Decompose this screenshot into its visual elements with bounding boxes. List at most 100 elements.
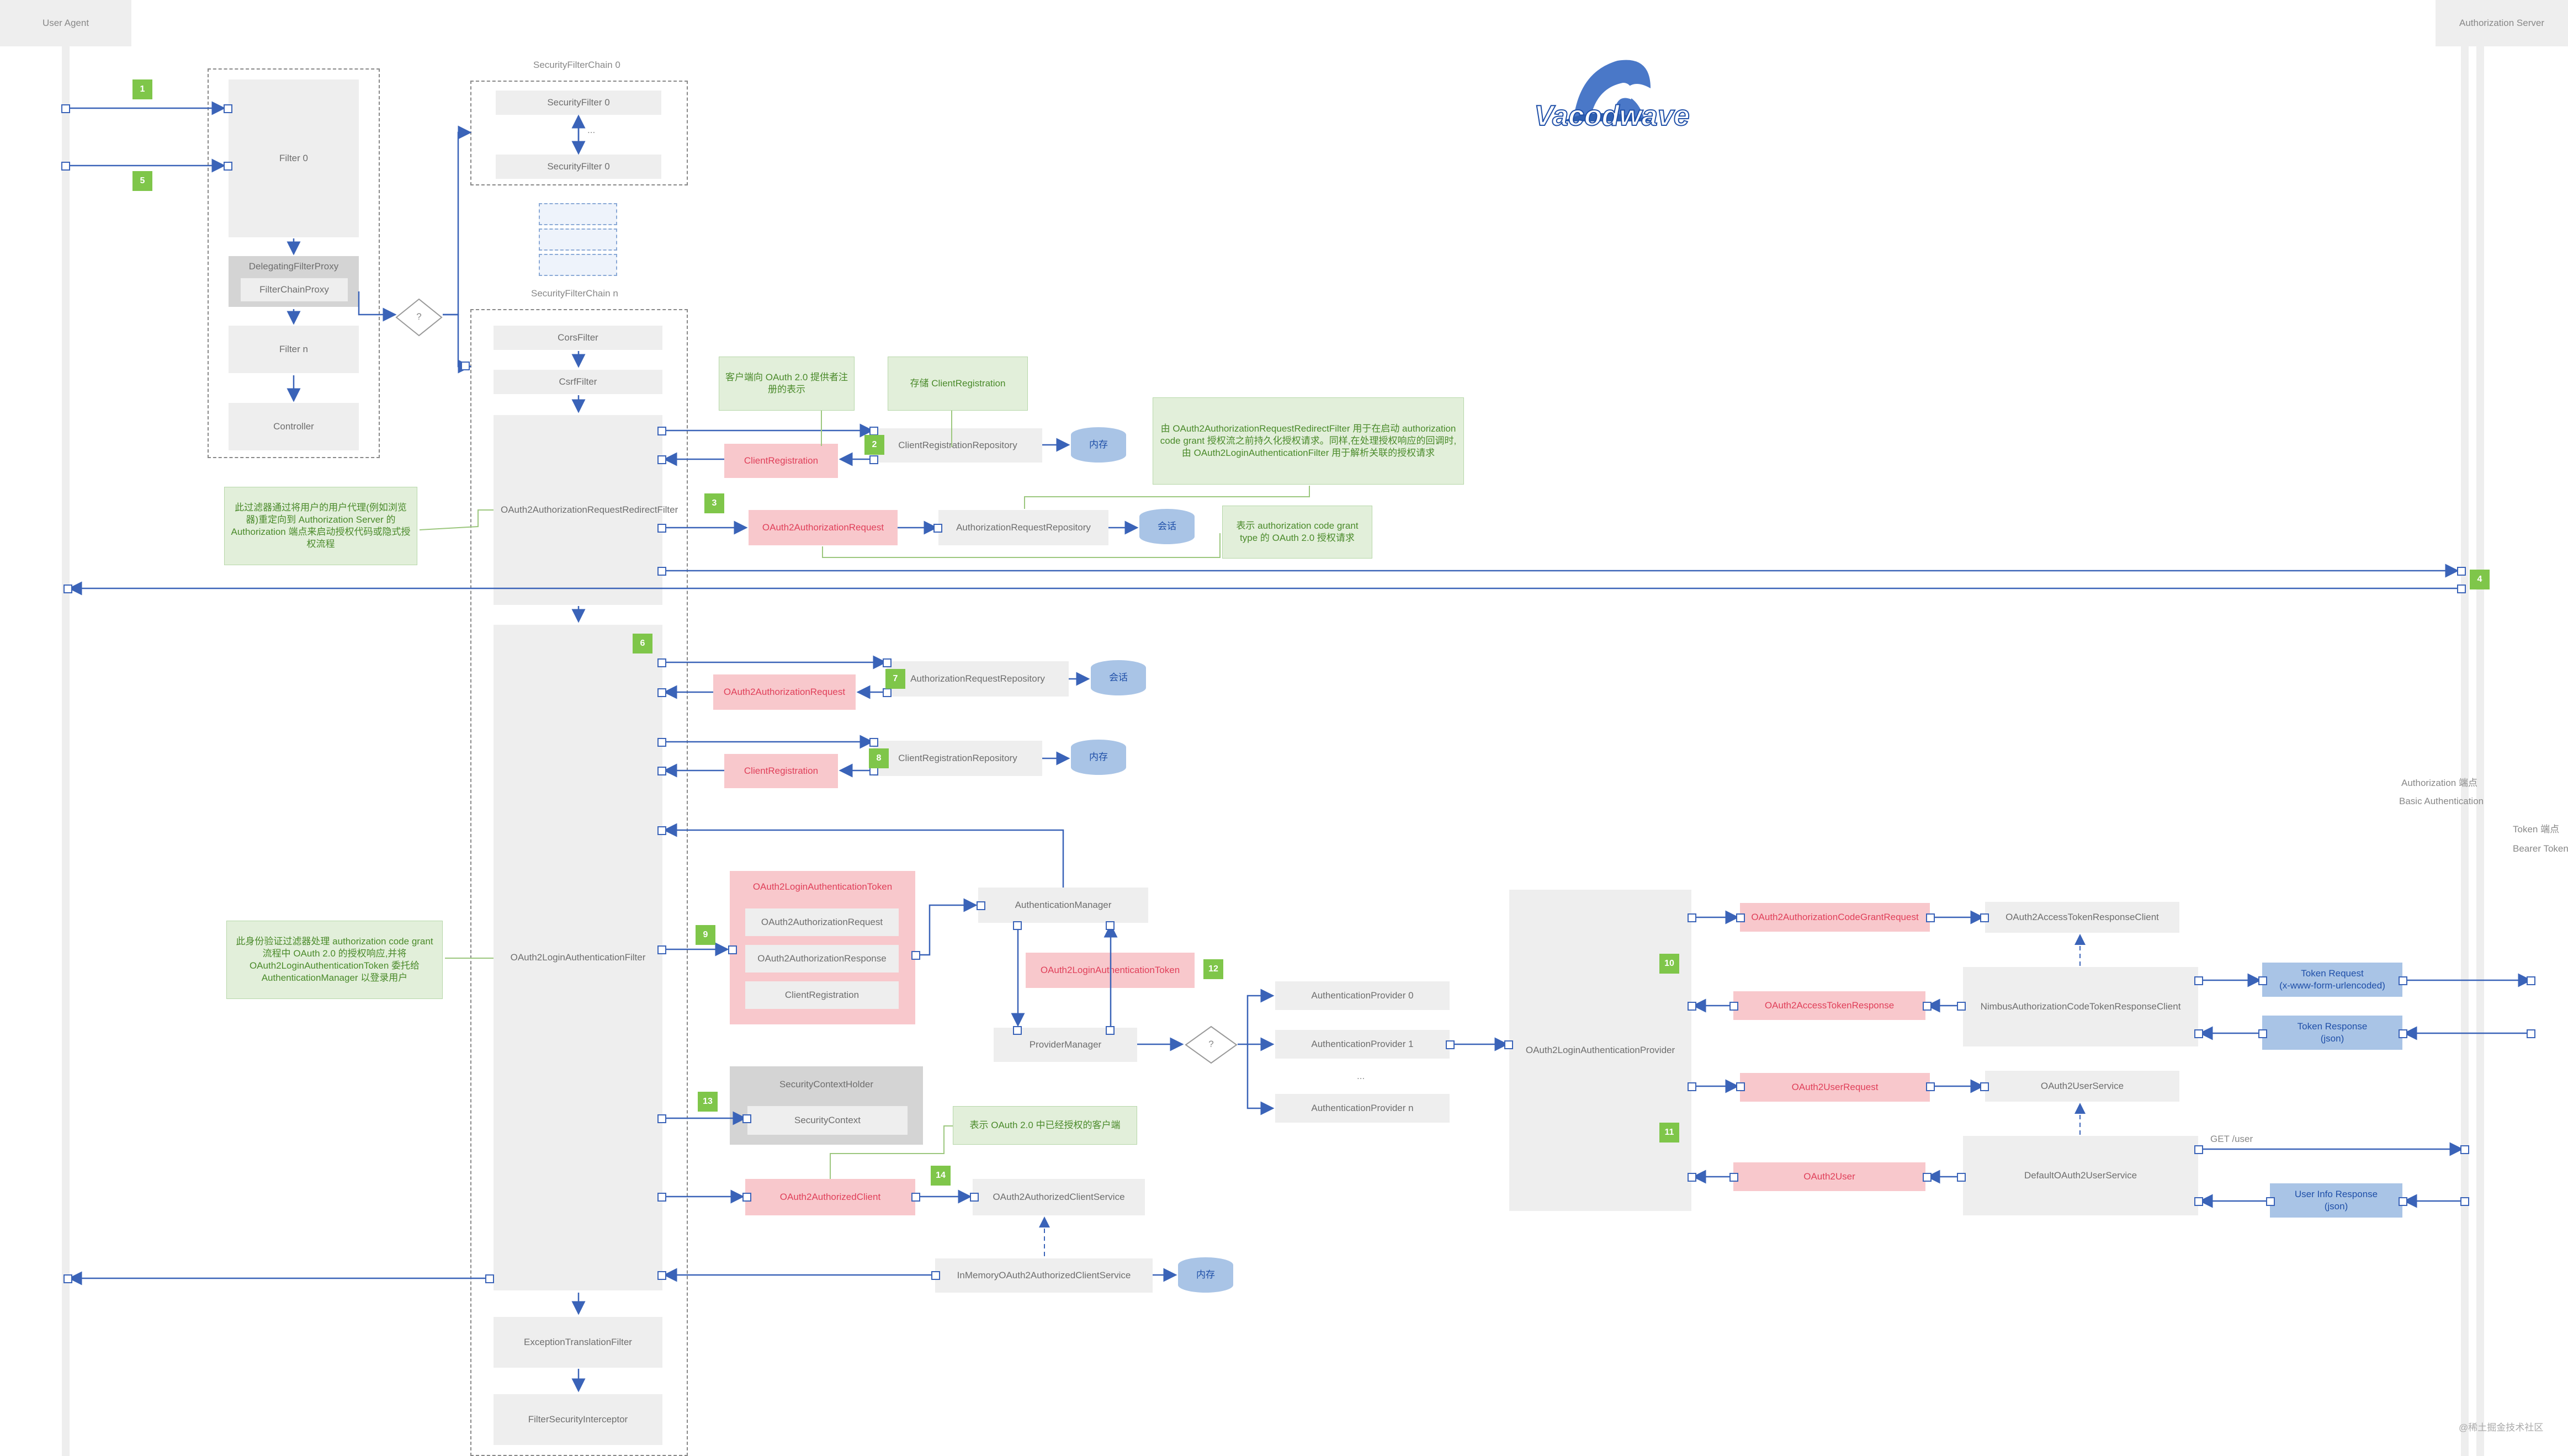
authorized-client-box[interactable]: OAuth2AuthorizedClient: [745, 1179, 915, 1215]
step-badge-4: 4: [2470, 570, 2490, 589]
filter0-box[interactable]: Filter 0: [229, 79, 359, 237]
client-registration-repo-label-2: ClientRegistrationRepository: [898, 752, 1017, 763]
login-token-box-2[interactable]: OAuth2LoginAuthenticationToken: [1026, 953, 1195, 988]
access-token-response[interactable]: OAuth2AccessTokenResponse: [1733, 991, 1925, 1020]
get-user-label: GET /user: [2210, 1134, 2253, 1144]
oauth2-user-box[interactable]: OAuth2User: [1733, 1162, 1925, 1191]
filter-n-label: Filter n: [279, 343, 308, 354]
step-badge-3: 3: [704, 493, 724, 513]
security-context-label: SecurityContext: [794, 1114, 861, 1125]
auth-request-repo-2[interactable]: AuthorizationRequestRepository: [887, 661, 1069, 697]
login-token-response-label: OAuth2AuthorizationResponse: [757, 953, 887, 964]
logo-text: Vacodwave: [1534, 99, 1690, 132]
filter0-label: Filter 0: [279, 152, 308, 163]
login-auth-provider-label: OAuth2LoginAuthenticationProvider: [1525, 1044, 1675, 1055]
chain0-filter0[interactable]: SecurityFilter 0: [496, 91, 661, 115]
provider-manager[interactable]: ProviderManager: [994, 1028, 1137, 1062]
exception-filter[interactable]: ExceptionTranslationFilter: [494, 1317, 662, 1368]
security-interceptor[interactable]: FilterSecurityInterceptor: [494, 1394, 662, 1445]
user-request-label: OAuth2UserRequest: [1791, 1081, 1879, 1092]
watermark: @稀土掘金技术社区: [2459, 1422, 2544, 1433]
redirect-filter[interactable]: OAuth2AuthorizationRequestRedirectFilter: [494, 415, 678, 605]
bearer-token-label: Bearer Token: [2513, 843, 2568, 854]
exception-label: ExceptionTranslationFilter: [524, 1336, 632, 1347]
oauth2-auth-request-label-2: OAuth2AuthorizationRequest: [723, 686, 846, 697]
note-redirect-desc: 由 OAuth2AuthorizationRequestRedirectFilt…: [1153, 397, 1464, 485]
inmemory-client-service[interactable]: InMemoryOAuth2AuthorizedClientService: [935, 1258, 1153, 1293]
servlet-filter-group: [208, 68, 380, 458]
login-auth-provider[interactable]: OAuth2LoginAuthenticationProvider: [1509, 890, 1691, 1211]
session-db-1: 会话: [1139, 509, 1195, 544]
redirect-filter-label: OAuth2AuthorizationRequestRedirectFilter: [501, 504, 678, 515]
login-filter[interactable]: OAuth2LoginAuthenticationFilter: [494, 625, 662, 1290]
provider-manager-label: ProviderManager: [1029, 1039, 1102, 1050]
auth-provider-1[interactable]: AuthenticationProvider 1: [1275, 1030, 1450, 1059]
default-user-service-label: DefaultOAuth2UserService: [2024, 1170, 2137, 1181]
memory-db-3: 内存: [1178, 1257, 1233, 1293]
client-registration-label-2: ClientRegistration: [744, 765, 819, 776]
oauth2-auth-request-box-2[interactable]: OAuth2AuthorizationRequest: [713, 674, 856, 710]
auth-provider-n-label: AuthenticationProvider n: [1311, 1102, 1414, 1113]
csrf-filter[interactable]: CsrfFilter: [494, 370, 662, 394]
login-token-registration: ClientRegistration: [745, 981, 899, 1009]
authorized-client-service-label: OAuth2AuthorizedClientService: [993, 1191, 1125, 1202]
auth-provider-n[interactable]: AuthenticationProvider n: [1275, 1094, 1450, 1123]
chain-n-title: SecurityFilterChain n: [531, 288, 618, 299]
session-label-1: 会话: [1158, 520, 1176, 532]
client-registration-box-1[interactable]: ClientRegistration: [724, 444, 838, 478]
memory-db-1: 内存: [1071, 427, 1126, 463]
access-token-response-label: OAuth2AccessTokenResponse: [1764, 1000, 1895, 1011]
step-badge-14: 14: [931, 1166, 951, 1186]
access-token-client[interactable]: OAuth2AccessTokenResponseClient: [1985, 902, 2179, 933]
auth-provider-0[interactable]: AuthenticationProvider 0: [1275, 981, 1450, 1010]
note-redirect-filter: 此过滤器通过将用户的用户代理(例如浏览器)重定向到 Authorization …: [224, 487, 417, 565]
default-user-service[interactable]: DefaultOAuth2UserService: [1963, 1136, 2198, 1215]
wave-logo-icon: [1562, 60, 1656, 121]
filter-chain-proxy[interactable]: FilterChainProxy: [241, 278, 348, 301]
note-authorized-client: 表示 OAuth 2.0 中已经授权的客户端: [953, 1106, 1137, 1145]
delegating-label: DelegatingFilterProxy: [248, 261, 339, 272]
security-context: SecurityContext: [747, 1106, 908, 1135]
note-redirect-desc-text: 由 OAuth2AuthorizationRequestRedirectFilt…: [1160, 423, 1457, 459]
authentication-manager[interactable]: AuthenticationManager: [978, 888, 1148, 923]
step-badge-1: 1: [132, 79, 152, 99]
authorized-client-service[interactable]: OAuth2AuthorizedClientService: [973, 1179, 1145, 1215]
step-badge-8: 8: [869, 748, 889, 768]
user-agent-lifeline: [62, 46, 70, 1456]
auth-server-lifeline-2: [2476, 46, 2484, 1456]
filter-n-box[interactable]: Filter n: [229, 326, 359, 373]
code-grant-request[interactable]: OAuth2AuthorizationCodeGrantRequest: [1740, 903, 1930, 932]
user-service[interactable]: OAuth2UserService: [1985, 1071, 2179, 1102]
user-request-box[interactable]: OAuth2UserRequest: [1740, 1073, 1930, 1102]
step-badge-2: 2: [864, 435, 884, 455]
login-token-label: OAuth2LoginAuthenticationToken: [752, 881, 893, 892]
user-service-label: OAuth2UserService: [2040, 1080, 2124, 1091]
note-authorized-client-text: 表示 OAuth 2.0 中已经授权的客户端: [969, 1119, 1121, 1130]
user-info-response-doc: User Info Response (json): [2270, 1183, 2402, 1218]
step-badge-6: 6: [633, 634, 652, 653]
auth-provider-dots: ...: [1357, 1071, 1365, 1081]
session-label-2: 会话: [1109, 672, 1128, 683]
provider-decision-label: ?: [1208, 1039, 1214, 1049]
token-response-doc: Token Response (json): [2262, 1016, 2402, 1050]
client-registration-repo-1[interactable]: ClientRegistrationRepository: [873, 428, 1042, 463]
oauth2-user-label: OAuth2User: [1803, 1171, 1855, 1182]
oauth2-auth-request-box-1[interactable]: OAuth2AuthorizationRequest: [749, 510, 898, 545]
note-auth-code: 表示 authorization code grant type 的 OAuth…: [1222, 506, 1372, 559]
auth-request-repo-label-1: AuthorizationRequestRepository: [956, 522, 1091, 533]
logo: Vacodwave: [1513, 39, 1711, 138]
client-registration-repo-2[interactable]: ClientRegistrationRepository: [873, 741, 1042, 776]
login-token-label-2: OAuth2LoginAuthenticationToken: [1040, 964, 1180, 975]
auth-server-label: Authorization Server: [2459, 18, 2545, 28]
client-registration-box-2[interactable]: ClientRegistration: [724, 754, 838, 788]
login-token-registration-label: ClientRegistration: [784, 989, 859, 1000]
user-agent-label: User Agent: [42, 18, 89, 28]
cors-filter[interactable]: CorsFilter: [494, 326, 662, 350]
controller-box[interactable]: Controller: [229, 403, 359, 450]
auth-server-lifeline: [2461, 46, 2469, 1456]
auth-request-repo-1[interactable]: AuthorizationRequestRepository: [938, 510, 1108, 545]
note-auth-code-text: 表示 authorization code grant type 的 OAuth…: [1236, 520, 1359, 543]
chain0-filtern[interactable]: SecurityFilter 0: [496, 155, 661, 179]
nimbus-client[interactable]: NimbusAuthorizationCodeTokenResponseClie…: [1963, 967, 2198, 1046]
